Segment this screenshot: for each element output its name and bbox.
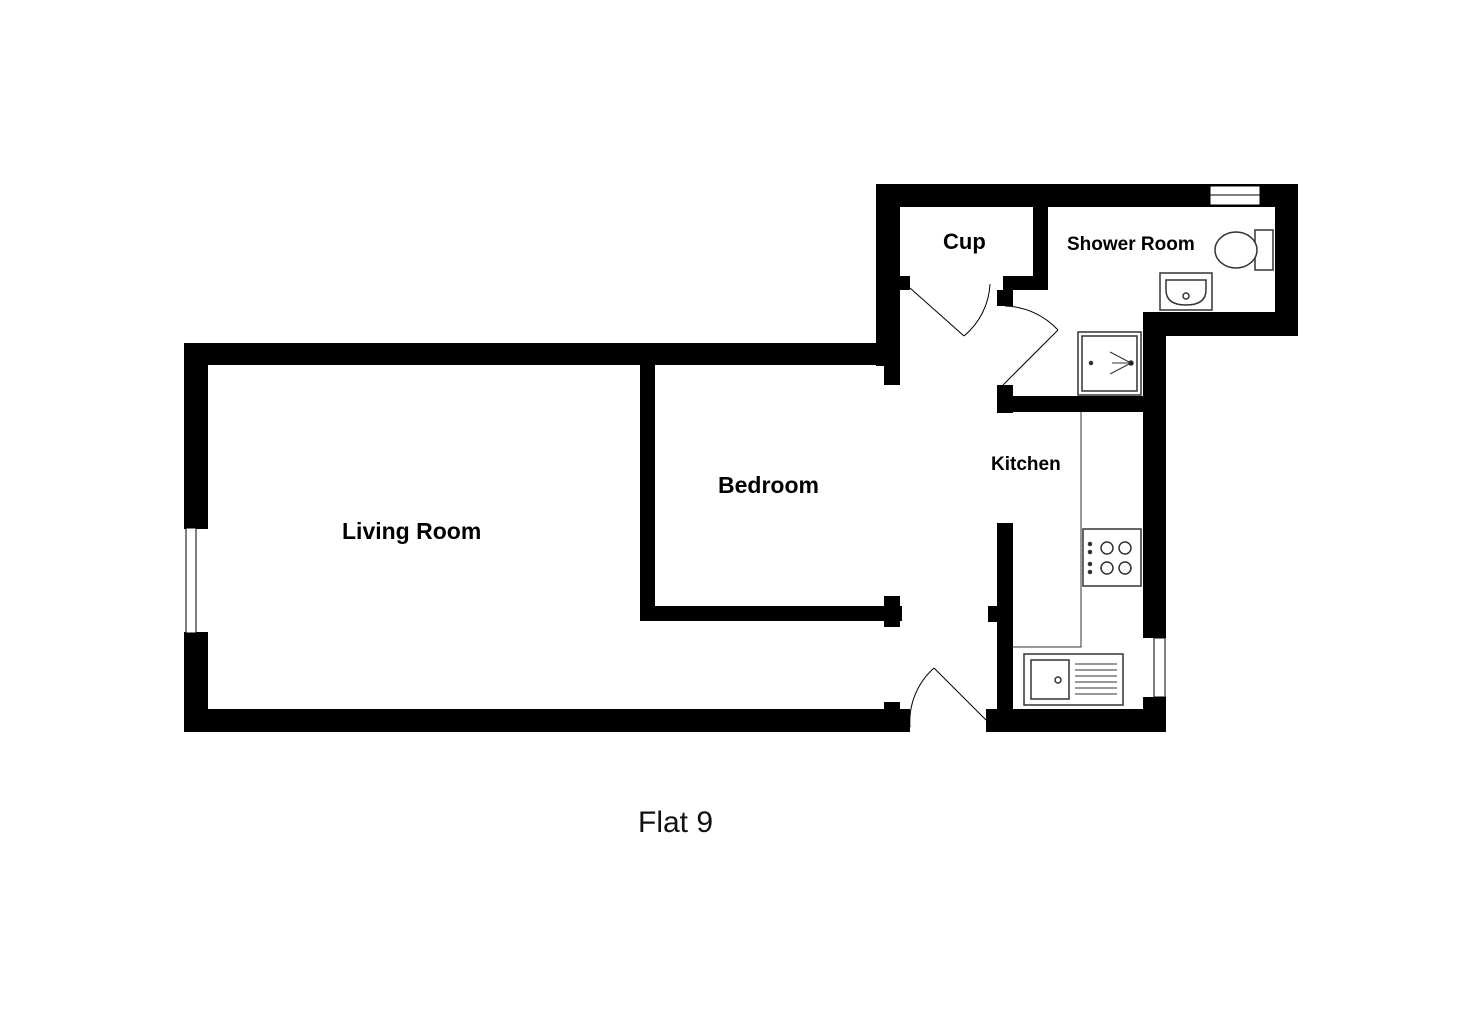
wall-cup-left [876,184,900,366]
hob-icon [1082,528,1142,587]
toilet-icon [1214,229,1274,271]
wall-kitchen-jamb [988,606,1000,622]
wall-top-upper [876,184,1298,207]
wall-cup-bottom [1003,276,1048,290]
wall-shower-right [1275,184,1298,336]
wall-bedroom-jamb-top [884,365,900,385]
room-label-kitchen: Kitchen [991,454,1061,475]
windows [185,185,1261,698]
left-window-chamfer-top [184,512,208,528]
worktop [1013,412,1082,648]
wall-cup-shower [1033,184,1048,290]
wall-kitchen-left [997,523,1013,732]
door-shower-swing [1004,305,1059,331]
window-living-left [185,527,197,634]
kitchen-window-chamfer-top [1143,625,1166,638]
room-label-bedroom: Bedroom [718,472,819,498]
room-label-living-room: Living Room [342,518,482,544]
wall-door-jamb-shower [997,385,1013,413]
doors [909,283,1059,728]
wall-left-upper [184,343,208,529]
wall-top-main [184,343,900,365]
plan-title: Flat 9 [638,806,714,839]
window-kitchen-right [1153,637,1166,698]
room-label-shower-room: Shower Room [1067,234,1195,255]
door-cup-swing [963,283,991,337]
wall-door-jamb-cup [997,290,1013,306]
wall-cup-bottom-left [900,276,910,290]
shower-tray-icon [1077,331,1142,396]
wall-bottom-living [184,709,910,732]
kitchen-window-chamfer-bottom [1143,697,1166,712]
wall-bottom-kitchen [986,709,1166,732]
wall-bedroom-jamb-bottom [884,596,900,627]
wall-shower-bottom [1143,312,1298,336]
door-cup-leaf[interactable] [909,287,965,337]
wall-bedroom-bottom [640,606,902,621]
door-entrance-leaf[interactable] [933,667,987,721]
left-window-chamfer-bottom [184,633,208,650]
wall-shower-kitchen [1000,396,1143,412]
walls [184,184,1298,732]
wall-kitchen-right [1143,312,1166,638]
wall-entrance-jamb-left [884,702,900,712]
room-label-cupboard: Cup [943,229,986,254]
wall-living-bedroom [640,365,655,621]
door-entrance-swing [909,667,935,728]
door-shower-leaf[interactable] [1002,329,1059,386]
sink-icon [1023,653,1124,706]
basin-icon [1159,272,1213,311]
